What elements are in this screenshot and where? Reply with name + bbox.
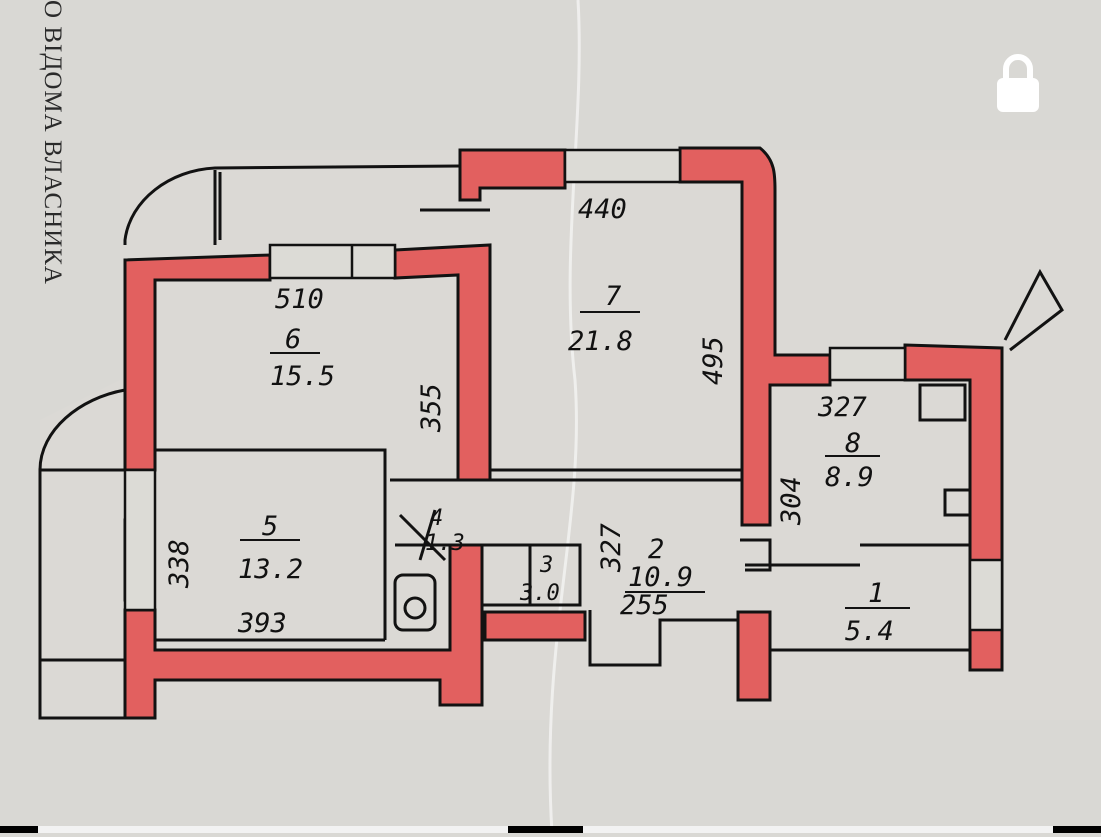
room-5-width: 393 (237, 608, 287, 639)
room-8-area: 8.9 (825, 462, 874, 493)
room-6-number: 6 (285, 324, 301, 355)
room-2-label: 2 10.9 255 327 (596, 523, 705, 621)
room-2-dim1: 327 (596, 523, 627, 573)
room-6-depth: 355 (416, 383, 447, 433)
room-7-number: 7 (605, 281, 621, 312)
room-8-number: 8 (845, 428, 861, 459)
balcony-left (38, 388, 126, 720)
windows (123, 148, 1004, 632)
room-5-label: 5 13.2 393 338 (164, 511, 303, 639)
room-4-label: 4 1.3 (425, 506, 465, 556)
room-5-depth: 338 (164, 539, 195, 589)
room-5-number: 5 (262, 511, 278, 542)
room-7-width: 440 (578, 194, 627, 225)
room-2-number: 2 (648, 534, 664, 565)
room-1-label: 1 5.4 (845, 578, 910, 647)
bottom-bar-segment (38, 826, 508, 833)
room-4-area: 1.3 (425, 531, 465, 556)
interior-walls (155, 383, 975, 667)
balcony-top (123, 164, 490, 245)
lock-icon[interactable] (995, 52, 1041, 114)
margin-caption-prefix: О (39, 0, 66, 20)
room-6-width: 510 (275, 284, 324, 315)
room-3-label: 3 3.0 (519, 553, 560, 606)
room-1-number: 1 (868, 578, 884, 609)
room-5-area: 13.2 (238, 554, 303, 585)
balcony-right-stub (1003, 268, 1064, 352)
room-3-area: 3.0 (519, 581, 560, 606)
room-8-depth: 304 (776, 476, 807, 526)
margin-caption-text: ВІДОМА ВЛАСНИКА (39, 26, 66, 285)
room-2-area: 10.9 (628, 562, 693, 593)
bottom-bar-segment (583, 826, 1053, 833)
room-1-area: 5.4 (845, 616, 894, 647)
room-3-number: 3 (539, 553, 553, 578)
margin-caption: О ВІДОМА ВЛАСНИКА (38, 0, 66, 285)
room-7-label: 440 7 21.8 495 (568, 194, 729, 385)
room-6-area: 15.5 (270, 361, 335, 392)
bottom-bar (0, 826, 1101, 833)
room-6-label: 510 6 15.5 355 (270, 284, 447, 433)
room-7-depth: 495 (698, 336, 729, 385)
room-8-label: 327 8 8.9 304 (776, 392, 880, 526)
room-8-width: 327 (817, 392, 867, 423)
room-2-dim2: 255 (620, 590, 669, 621)
room-4-number: 4 (430, 506, 443, 531)
room-7-area: 21.8 (568, 326, 633, 357)
